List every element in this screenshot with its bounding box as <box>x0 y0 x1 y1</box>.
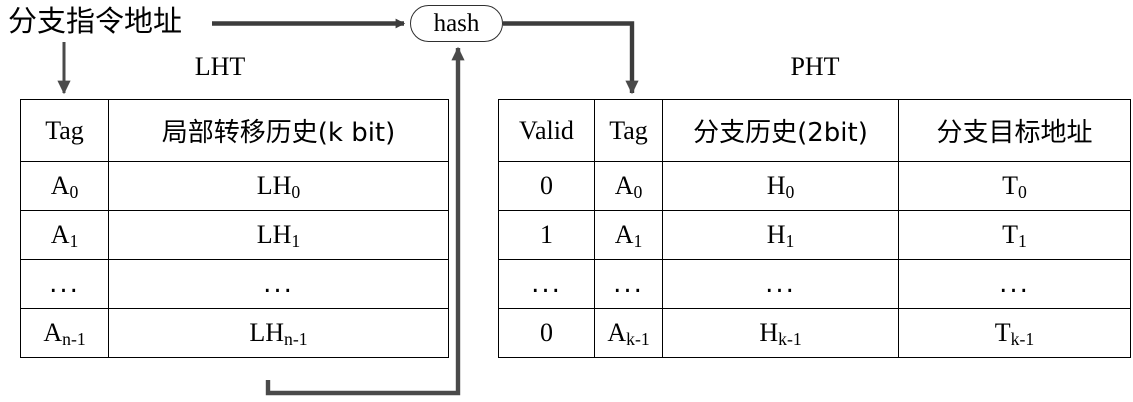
pht-cell-tag: A0 <box>594 161 663 211</box>
pht-cell-target: Tk-1 <box>898 308 1131 358</box>
lht-table: Tag 局部转移历史(k bit) A0 LH0 A1 LH1 ... ... … <box>20 99 449 358</box>
pht-col-valid: Valid <box>498 99 595 162</box>
lht-cell-history: LH0 <box>108 161 449 211</box>
pht-col-history: 分支历史(2bit) <box>662 99 899 162</box>
pht-cell-valid: 1 <box>498 210 595 260</box>
table-row: A0 LH0 <box>20 161 449 211</box>
pht-cell-tag: Ak-1 <box>594 308 663 358</box>
pht-cell-history: Hk-1 <box>662 308 899 358</box>
lht-header-row: Tag 局部转移历史(k bit) <box>20 99 449 162</box>
lht-cell-tag-ellipsis: ... <box>20 259 109 309</box>
hash-node: hash <box>410 5 503 42</box>
pht-cell-history: H0 <box>662 161 899 211</box>
table-row: An-1 LHn-1 <box>20 308 449 358</box>
table-row: 1 A1 H1 T1 <box>498 210 1131 260</box>
branch-address-label: 分支指令地址 <box>8 4 183 38</box>
pht-cell-target: T1 <box>898 210 1131 260</box>
lht-cell-history: LHn-1 <box>108 308 449 358</box>
pht-header-row: Valid Tag 分支历史(2bit) 分支目标地址 <box>498 99 1131 162</box>
pht-title: PHT <box>790 52 840 81</box>
pht-cell-valid-ellipsis: ... <box>498 259 595 309</box>
pht-col-tag: Tag <box>594 99 663 162</box>
arrow-hash-to-pht <box>503 21 639 95</box>
table-row: 0 Ak-1 Hk-1 Tk-1 <box>498 308 1131 358</box>
lht-col-history: 局部转移历史(k bit) <box>108 99 449 162</box>
pht-cell-history-ellipsis: ... <box>662 259 899 309</box>
table-row: 0 A0 H0 T0 <box>498 161 1131 211</box>
lht-cell-tag: A1 <box>20 210 109 260</box>
hash-node-label: hash <box>433 9 480 37</box>
lht-title: LHT <box>194 52 246 81</box>
pht-cell-valid: 0 <box>498 308 595 358</box>
pht-cell-target-ellipsis: ... <box>898 259 1131 309</box>
pht-table: Valid Tag 分支历史(2bit) 分支目标地址 0 A0 H0 T0 1… <box>498 99 1131 358</box>
lht-cell-tag: An-1 <box>20 308 109 358</box>
table-row: A1 LH1 <box>20 210 449 260</box>
pht-cell-tag-ellipsis: ... <box>594 259 663 309</box>
lht-cell-history: LH1 <box>108 210 449 260</box>
lht-col-tag: Tag <box>20 99 109 162</box>
lht-cell-history-ellipsis: ... <box>108 259 449 309</box>
table-row: ... ... <box>20 259 449 309</box>
pht-cell-target: T0 <box>898 161 1131 211</box>
pht-cell-tag: A1 <box>594 210 663 260</box>
pht-col-target: 分支目标地址 <box>898 99 1131 162</box>
table-row: ... ... ... ... <box>498 259 1131 309</box>
pht-cell-valid: 0 <box>498 161 595 211</box>
lht-cell-tag: A0 <box>20 161 109 211</box>
pht-cell-history: H1 <box>662 210 899 260</box>
